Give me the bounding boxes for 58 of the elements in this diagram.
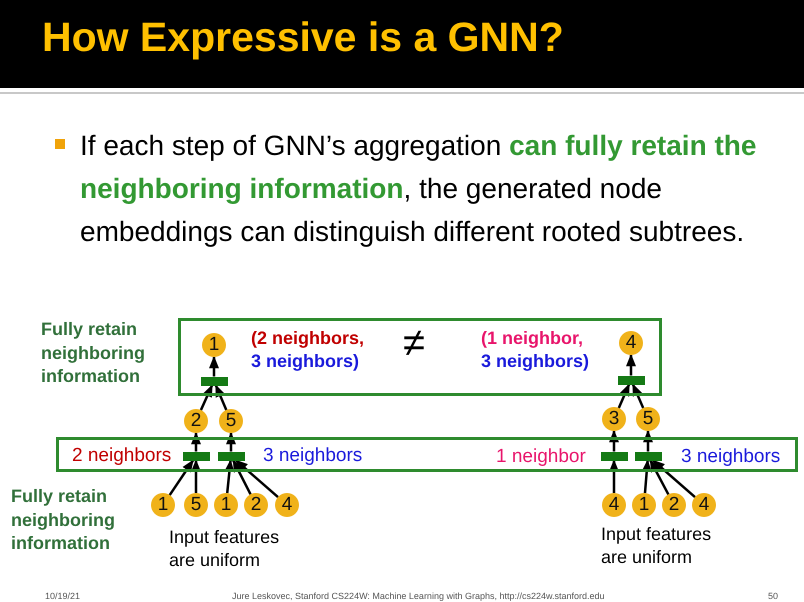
arrow [609,430,619,452]
number-circle: 1 [632,493,656,517]
number-circle: 2 [184,409,208,433]
note-text: Input features are uniform [169,526,280,572]
number-circle: 4 [602,493,626,517]
arrow [226,432,236,452]
number-circle: 3 [602,407,626,431]
side-note: Fully retain neighboring information [41,318,146,388]
number-circle: 4 [619,331,643,355]
arrow [224,459,234,494]
page-number: 50 [768,591,778,601]
arrow [632,383,644,408]
number-circle: 5 [636,407,660,431]
arrow [209,356,219,376]
arrow [642,459,652,494]
neighbor-count-text: (2 neighbors, 3 neighbors) [251,327,366,373]
neighbor-count-text: 1 neighbor [496,445,586,468]
aggregation-bar [600,452,628,460]
arrow [235,460,279,498]
number-circle: 2 [662,493,686,517]
arrow [609,459,619,493]
number-circle: 4 [692,493,716,517]
number-circle: 1 [214,493,238,517]
arrow [200,384,214,411]
neighbor-count-text: 3 neighbors [681,445,780,468]
bullet-text: If each step of GNN’s aggregation can fully retain the neighboring information, the generated node embeddings can distinguish different rooted subtrees. [80,129,758,249]
note-text: Input features are uniform [601,523,712,569]
arrow [643,430,653,452]
arrow [652,460,696,498]
slide-title: How Expressive is a GNN? [42,14,564,61]
number-circle: 5 [219,409,243,433]
footer-text: Jure Leskovec, Stanford CS224W: Machine Learning with Graphs, http://cs224w.stanford.edu [232,591,605,601]
aggregation-bar [634,452,662,460]
arrow [191,459,201,493]
arrow [618,383,630,408]
arrow [649,459,670,495]
side-note: Fully retain neighboring information [11,485,116,555]
number-circle: 1 [151,493,175,517]
arrow [626,354,636,376]
number-circle: 1 [202,333,226,357]
neighbor-count-text: 3 neighbors [263,444,362,467]
arrow [168,459,194,496]
number-circle: 5 [184,493,208,517]
arrow [232,459,252,495]
not-equal-sign: ≠ [403,323,425,363]
neighbor-count-text: (1 neighbor, 3 neighbors) [481,327,590,373]
frame-box [178,318,662,396]
arrow [214,384,228,410]
aggregation-bar [618,376,644,384]
aggregation-bar [182,452,210,460]
footer-date: 10/19/21 [45,591,80,601]
frame-box [56,437,798,472]
number-circle: 4 [275,493,299,517]
aggregation-bar [200,376,228,386]
number-circle: 2 [244,493,268,517]
arrow [191,432,201,452]
aggregation-bar [218,452,244,460]
neighbor-count-text: 2 neighbors [72,444,172,467]
